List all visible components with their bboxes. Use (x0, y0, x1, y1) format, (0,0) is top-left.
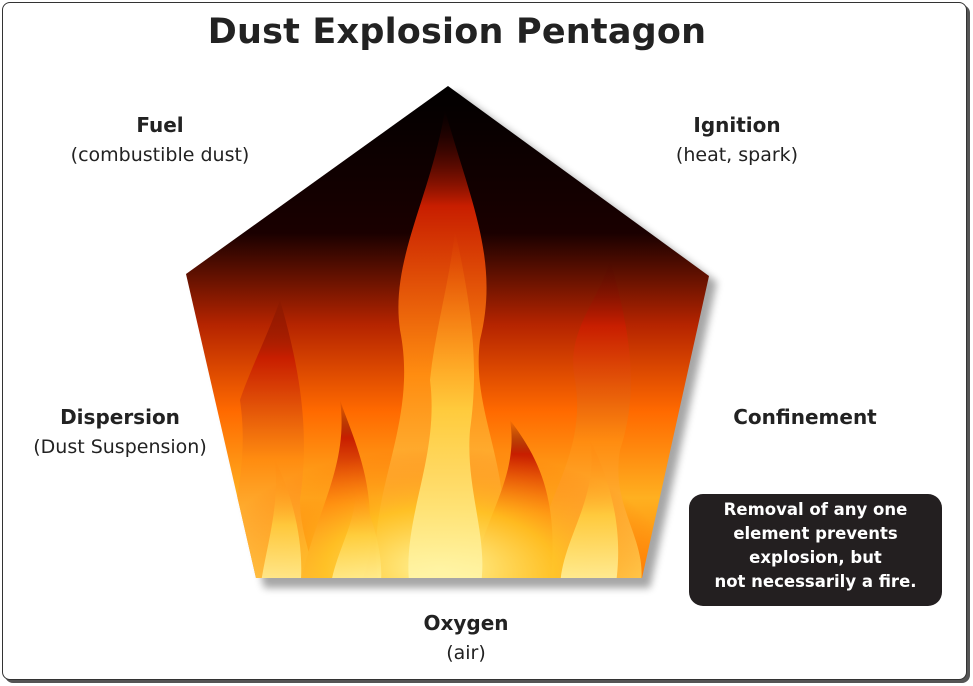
confinement-label: Confinement (705, 402, 905, 432)
dispersion-name: Dispersion (60, 405, 180, 429)
fuel-name: Fuel (136, 113, 184, 137)
ignition-detail: (heat, spark) (675, 144, 799, 166)
fuel-label: Fuel (combustible dust) (40, 110, 280, 170)
note-line: explosion, but (749, 548, 882, 567)
dispersion-detail: (Dust Suspension) (33, 436, 207, 458)
dispersion-label: Dispersion (Dust Suspension) (10, 402, 230, 462)
removal-note-box: Removal of any one element prevents expl… (689, 494, 942, 606)
diagram-title: Dust Explosion Pentagon (207, 12, 707, 52)
note-line: Removal of any one (723, 500, 908, 519)
ignition-label: Ignition (heat, spark) (617, 110, 857, 170)
ignition-name: Ignition (693, 113, 781, 137)
fuel-detail: (combustible dust) (70, 144, 250, 166)
note-line: element prevents (733, 524, 898, 543)
oxygen-name: Oxygen (423, 611, 509, 635)
oxygen-label: Oxygen (air) (356, 608, 576, 668)
note-line: not necessarily a fire. (714, 572, 917, 591)
oxygen-detail: (air) (446, 642, 486, 664)
confinement-name: Confinement (733, 405, 877, 429)
